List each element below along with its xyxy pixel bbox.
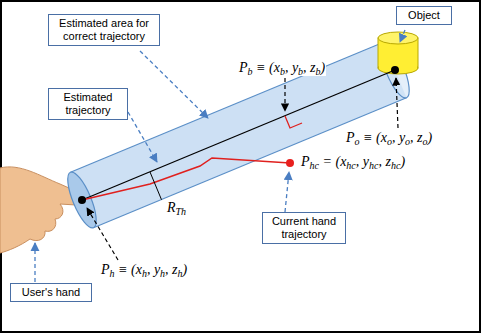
callout-box: Estimated area for correct trajectory xyxy=(48,14,160,46)
tolerance-cylinder xyxy=(62,39,415,231)
object-point xyxy=(391,66,399,74)
leader-line xyxy=(400,30,405,42)
leader-line xyxy=(140,51,208,118)
callout-text: Object xyxy=(402,9,446,22)
callout-box: Current hand trajectory xyxy=(262,212,346,244)
current-trajectory-line xyxy=(82,158,290,200)
callout-box: User's hand xyxy=(10,283,92,302)
callout-text: Estimated area for correct trajectory xyxy=(54,17,154,43)
point-label: Ph ≡ (xh, yh, zh) xyxy=(100,262,188,278)
point-label: Po ≡ (xo, yo, zo) xyxy=(345,130,433,146)
object-cylinder xyxy=(378,32,418,74)
leader-line xyxy=(87,208,118,260)
leader-line xyxy=(34,243,35,282)
perpendicular-mark xyxy=(285,116,302,128)
leader-line xyxy=(285,172,289,212)
hand-point xyxy=(78,196,86,204)
callout-text: Estimated trajectory xyxy=(54,91,122,117)
leader-line xyxy=(396,78,398,128)
point-label: RTh xyxy=(166,200,187,216)
callout-text: User's hand xyxy=(16,286,86,299)
radius-line xyxy=(150,172,162,200)
current-hand-point xyxy=(286,159,294,167)
callout-box: Object xyxy=(396,6,452,25)
callout-box: Estimated trajectory xyxy=(48,88,128,120)
point-label: Phc = (xhc, yhc, zhc) xyxy=(300,154,406,170)
callout-text: Current hand trajectory xyxy=(268,215,340,241)
estimated-trajectory-line xyxy=(82,70,395,200)
point-label: Pb ≡ (xb, yb, zb) xyxy=(238,60,326,76)
leader-line xyxy=(284,78,285,111)
leader-line xyxy=(128,112,157,162)
